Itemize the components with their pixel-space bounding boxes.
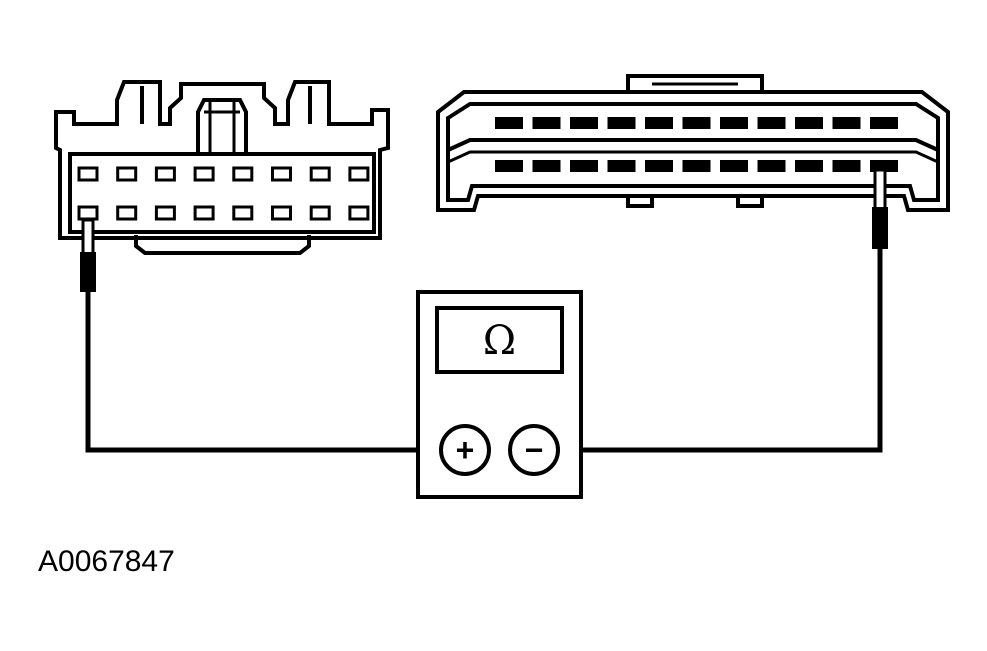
left-pin-cavity [193,205,215,221]
right-pin-terminal [532,160,561,172]
left-connector-pins [77,166,370,221]
left-pin-cavity [116,166,138,182]
right-pin-terminal [682,160,711,172]
right-pin-terminal [720,117,748,129]
right-pin-terminal [682,117,711,129]
center-lock [196,98,248,154]
ohmmeter-display [435,306,564,374]
positive-terminal [439,424,491,476]
right-connector-divider [447,138,939,152]
figure-reference-number: A0067847 [38,545,175,578]
negative-lead-wire [558,249,883,453]
right-pin-terminal [795,117,823,129]
left-pin-cavity [271,166,292,182]
right-pin-terminal [757,160,786,172]
right-connector-top-tab [626,74,764,92]
left-probe-tip [80,252,96,292]
left-connector-frame [68,152,376,234]
right-pin-terminal [607,160,636,172]
left-connector-base [134,235,311,255]
right-bottom-latch-1 [626,196,654,208]
right-pin-terminal [570,117,598,129]
left-pin-cavity [309,205,331,221]
left-pin-cavity [348,205,370,221]
right-pin-terminal [757,117,786,129]
left-pin-cavity [116,205,138,221]
left-pin-cavity [309,166,331,182]
left-pin-cavity [154,205,176,221]
left-pin-cavity [232,166,254,182]
positive-lead-wire [85,292,440,453]
right-pin-terminal [720,160,748,172]
right-connector-body [436,90,950,212]
right-connector [436,74,950,212]
ohm-symbol: Ω [483,318,516,364]
left-probe [80,218,96,292]
negative-terminal-label: − [525,432,544,468]
ohmmeter: Ω + − [416,290,583,499]
right-connector-inner [446,102,940,202]
left-pin-cavity [348,166,370,182]
left-connector [54,80,390,255]
positive-terminal-label: + [456,432,475,468]
right-pin-terminal [645,117,673,129]
right-probe-tip [872,207,888,249]
right-pin-terminal [832,117,861,129]
right-bottom-latch-2 [736,196,764,208]
left-pin-cavity [271,205,292,221]
right-pin-terminal [607,117,636,129]
right-pin-terminal [645,160,673,172]
right-pin-terminal [795,160,823,172]
left-connector-body [54,80,390,240]
right-pin-terminal [570,160,598,172]
left-pin-cavity [77,166,99,182]
right-pin-terminal [870,117,898,129]
right-connector-pins [495,117,898,172]
left-pin-cavity [77,205,99,221]
right-pin-terminal [832,160,861,172]
right-pin-terminal [495,117,523,129]
left-pin-cavity [232,205,254,221]
negative-terminal [508,424,560,476]
left-pin-cavity [154,166,176,182]
right-probe [872,168,888,249]
left-pin-cavity [193,166,215,182]
right-pin-terminal [495,160,523,172]
right-pin-terminal [532,117,561,129]
